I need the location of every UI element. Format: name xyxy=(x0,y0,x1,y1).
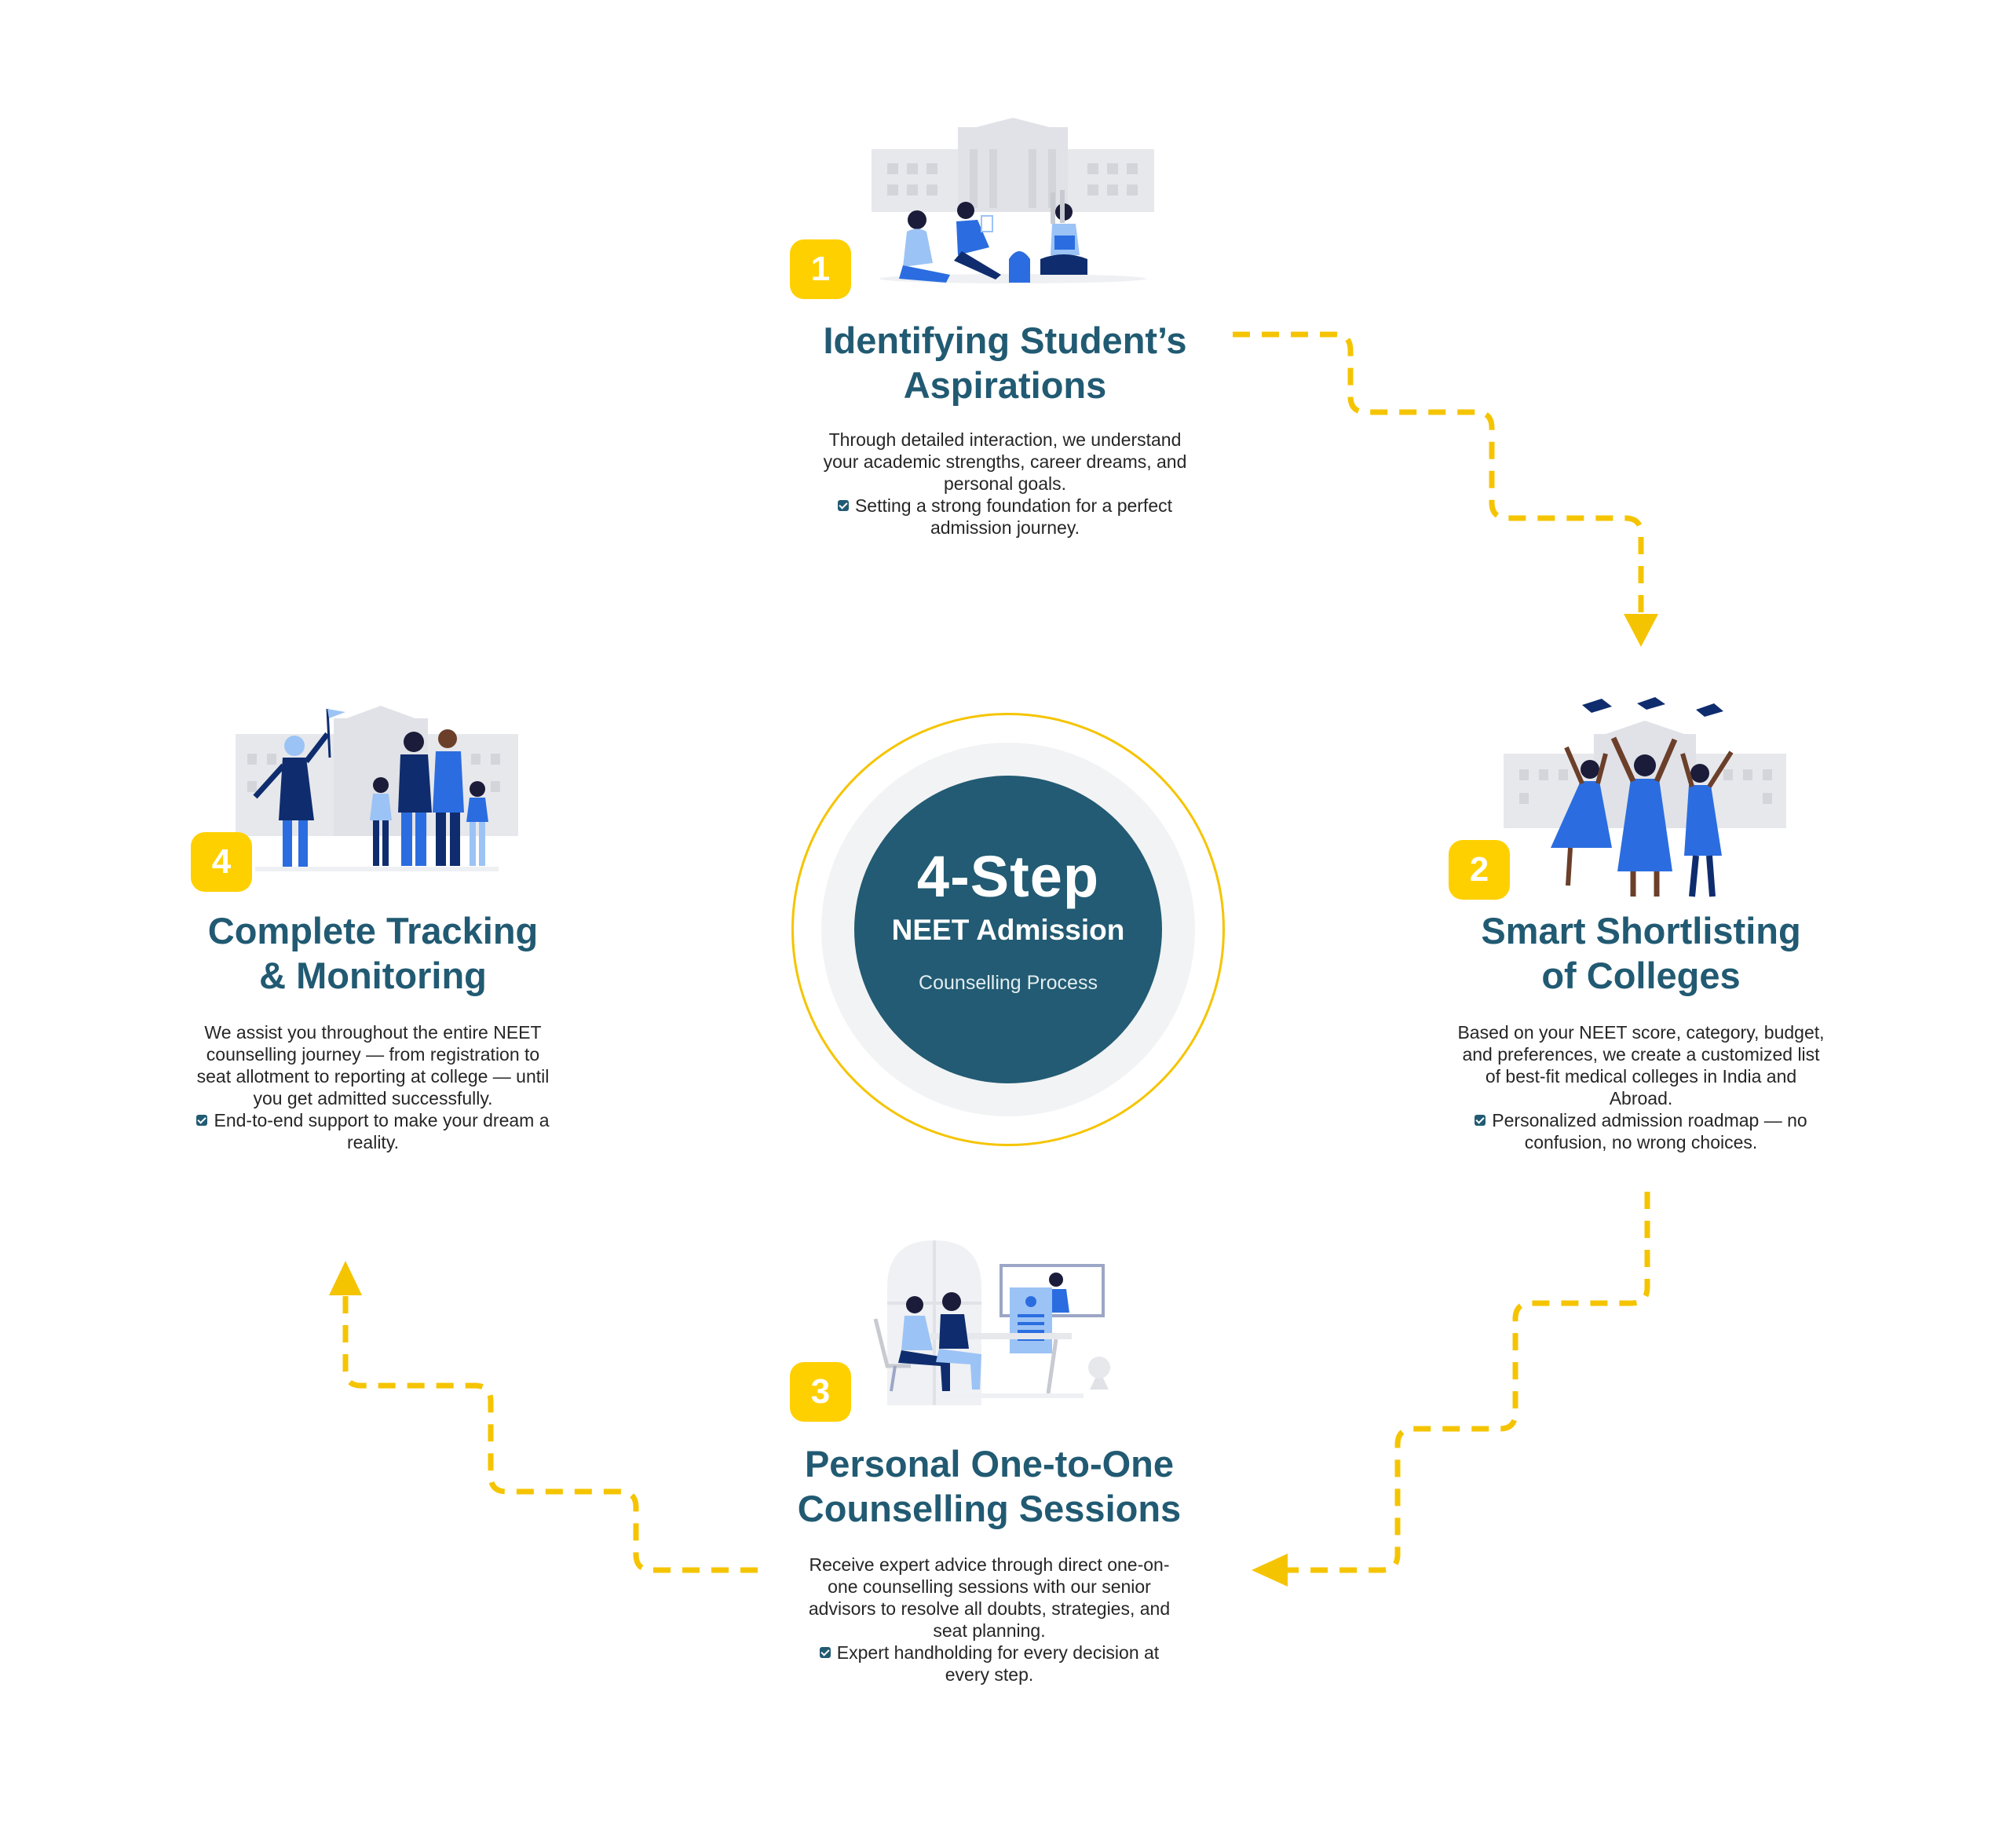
step-1-description: Through detailed interaction, we underst… xyxy=(823,429,1187,538)
step-2-badge: 2 xyxy=(1449,840,1510,900)
center-headline: 4-Step xyxy=(916,844,1100,909)
step-2-description: Based on your NEET score, category, budg… xyxy=(1457,1022,1825,1152)
step-3-description: Receive expert advice through direct one… xyxy=(808,1554,1171,1685)
arrow-step1-to-step2 xyxy=(1233,331,1644,612)
arrowhead-down xyxy=(1624,614,1658,647)
checkbox-icon xyxy=(819,1646,831,1658)
step-4-description: We assist you throughout the entire NEET… xyxy=(196,1022,550,1152)
students-campus-illustration xyxy=(872,118,1154,283)
step-1-badge: 1 xyxy=(790,239,851,299)
arrowhead-left xyxy=(1252,1554,1288,1587)
tracking-group-illustration xyxy=(236,706,518,871)
step-3-badge: 3 xyxy=(790,1362,851,1422)
checkbox-icon xyxy=(1475,1114,1486,1126)
checkbox-icon xyxy=(837,499,849,511)
arrow-step3-to-step4 xyxy=(342,1294,758,1573)
arrow-step2-to-step3 xyxy=(1288,1192,1650,1573)
center-subheadline: NEET Admission xyxy=(891,914,1125,946)
counselling-session-illustration xyxy=(873,1240,1110,1405)
checkbox-icon xyxy=(196,1114,208,1126)
step-1-title: Identifying Student’s Aspirations xyxy=(823,320,1187,406)
arrowhead-up xyxy=(329,1261,362,1295)
graduation-celebration-illustration xyxy=(1504,697,1786,897)
step-2-title: Smart Shortlisting of Colleges xyxy=(1481,910,1801,996)
step-4-title: Complete Tracking & Monitoring xyxy=(207,910,539,996)
step-4-badge: 4 xyxy=(191,832,252,892)
center-caption: Counselling Process xyxy=(919,972,1098,994)
step-3-title: Personal One-to-One Counselling Sessions xyxy=(797,1443,1182,1529)
center-badge: 4-Step NEET Admission Counselling Proces… xyxy=(854,776,1162,1083)
